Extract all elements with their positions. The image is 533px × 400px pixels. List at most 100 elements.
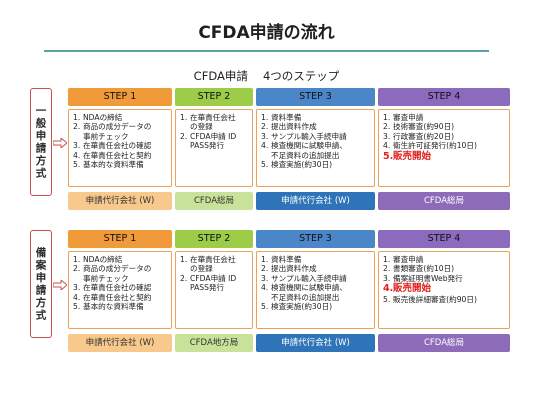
- step-item-number: 5.: [383, 295, 391, 305]
- step-item-number: 1.: [73, 113, 81, 122]
- step-item-number: 1.: [180, 113, 188, 122]
- step-item: 5.販売後詳細審査(約90日): [383, 295, 505, 304]
- step-header: STEP 4: [378, 230, 510, 248]
- diagram-subtitle: CFDA申請 4つのステップ: [193, 69, 340, 83]
- step-item-text: CFDA申請 ID: [190, 273, 237, 283]
- step-item: 3.備案証明書Web発行: [383, 274, 505, 283]
- step-item-text: 行政審査(約20日): [393, 131, 455, 141]
- step-item: 3.在華責任会社の確認: [73, 141, 167, 150]
- step-item-continuation: の登録: [190, 264, 213, 274]
- side-label: 一般申請方式: [34, 104, 47, 180]
- step-item-number: 4.: [73, 292, 81, 302]
- step-item-text: 資料準備: [271, 255, 302, 264]
- step-footer: 申請代行会社 (W): [68, 334, 172, 352]
- step-item-continuation: 不足資料の追加提出: [271, 292, 340, 302]
- step-footer: CFDA総局: [175, 192, 253, 210]
- step-item: 5.販売開始: [383, 151, 505, 163]
- step-item-number: 4.: [73, 150, 81, 160]
- step-item-number: 2.: [73, 122, 81, 132]
- step-item: 1.審査申請: [383, 255, 505, 264]
- step-item-number: 4.: [261, 283, 269, 293]
- step-item: 1.審査申請: [383, 113, 505, 122]
- step-item-number: 3.: [73, 141, 81, 151]
- step-item-text: 提出資料作成: [271, 264, 317, 274]
- step-item-number: 5.: [73, 160, 81, 170]
- step-footer: CFDA地方局: [175, 334, 253, 352]
- side-label-box: 一般申請方式: [30, 88, 52, 196]
- step-item-text: 商品の成分データの: [83, 122, 152, 132]
- step-header: STEP 1: [68, 88, 172, 106]
- step-item-text: 提出資料作成: [271, 122, 317, 132]
- step-item-number: 1.: [261, 113, 269, 122]
- step-item-number: 1.: [180, 255, 188, 264]
- step-item-text: 在華責任会社の確認: [83, 141, 152, 151]
- step-item: 3.サンプル輸入手続申請: [261, 132, 370, 141]
- step-item: 3.行政審査(約20日): [383, 132, 505, 141]
- step-item: 4.在華責任会社と契約: [73, 293, 167, 302]
- step-item-continuation: 事前チェック: [83, 273, 129, 283]
- title-divider: [44, 50, 489, 52]
- step-item-text: 技術審査(約90日): [393, 122, 455, 132]
- step-item-number: 3.: [73, 283, 81, 293]
- step-item-text: 衛生許可証発行(約10日): [393, 141, 477, 151]
- step-item-continuation: PASS発行: [190, 141, 225, 151]
- step-header: STEP 3: [256, 88, 375, 106]
- step-item-number: 2.: [73, 264, 81, 274]
- step-item-continuation: の登録: [190, 122, 213, 132]
- step-item-text: 販売開始: [393, 283, 432, 295]
- step-item-number: 5.: [383, 150, 394, 162]
- step-item: 3.在華責任会社の確認: [73, 283, 167, 292]
- step-item-text: 書類審査(約10日): [393, 264, 455, 274]
- step-item-number: 4.: [383, 141, 391, 151]
- step-item-number: 2.: [383, 264, 391, 274]
- step-item-text: 基本的な資料準備: [83, 302, 144, 312]
- step-item-number: 2.: [261, 122, 269, 132]
- step-item-text: 販売開始: [393, 150, 432, 162]
- step-item: 1.NDAの締結: [73, 255, 167, 264]
- step-item-text: 備案証明書Web発行: [393, 273, 463, 283]
- step-header: STEP 2: [175, 230, 253, 248]
- step-item-number: 4.: [261, 141, 269, 151]
- step-header: STEP 1: [68, 230, 172, 248]
- step-item-number: 1.: [73, 255, 81, 264]
- side-label-box: 備案申請方式: [30, 230, 52, 338]
- step-item: 2.提出資料作成: [261, 264, 370, 273]
- step-item-number: 2.: [383, 122, 391, 132]
- step-item-number: 5.: [261, 302, 269, 312]
- step-item-text: CFDA申請 ID: [190, 131, 237, 141]
- step-header: STEP 4: [378, 88, 510, 106]
- step-item: 2.技術審査(約90日): [383, 122, 505, 131]
- step-item-text: 在華責任会社と契約: [83, 150, 152, 160]
- arrow-right-icon: [53, 280, 67, 290]
- step-item: 5.基本的な資料準備: [73, 302, 167, 311]
- step-item-text: 検査機関に試験申請、: [271, 141, 347, 151]
- step-item-text: NDAの締結: [83, 255, 123, 264]
- step-item: 2.商品の成分データの事前チェック: [73, 264, 167, 283]
- step-item: 5.検査実施(約30日): [261, 302, 370, 311]
- step-item-text: 審査申請: [393, 255, 424, 264]
- step-item-number: 2.: [180, 131, 188, 141]
- step-item: 3.サンプル輸入手続申請: [261, 274, 370, 283]
- step-header: STEP 2: [175, 88, 253, 106]
- step-item-continuation: 事前チェック: [83, 131, 129, 141]
- step-item: 1.在華責任会社の登録: [180, 113, 248, 132]
- step-item-number: 2.: [261, 264, 269, 274]
- step-item: 2.商品の成分データの事前チェック: [73, 122, 167, 141]
- step-header: STEP 3: [256, 230, 375, 248]
- step-item: 4.販売開始: [383, 283, 505, 295]
